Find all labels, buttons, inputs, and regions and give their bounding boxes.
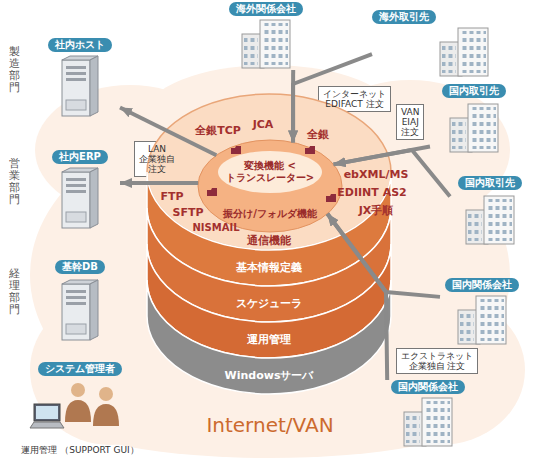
server-icon xyxy=(62,56,98,116)
protocol-label: EDIINT AS2 xyxy=(337,186,406,199)
callout-box: インターネット EDIFACT 注文 xyxy=(318,86,391,112)
callout-box: VAN EIAJ 注文 xyxy=(396,104,424,140)
callout-text: インターネット EDIFACT 注文 xyxy=(323,89,386,109)
folder-icon xyxy=(231,146,241,154)
erp-server: 社内ERP xyxy=(40,150,120,230)
protocol-label: JCA xyxy=(253,118,274,131)
node-label: 国内関係会社 xyxy=(445,278,519,292)
label-holder: NISMAIL xyxy=(192,222,239,233)
flow-arrow xyxy=(293,54,372,142)
callout-box: LAN 企業独自 注文 xyxy=(134,141,180,177)
label-holder: 経理部門 xyxy=(9,268,20,316)
partner-building: 国内関係会社 xyxy=(386,380,470,452)
function-label: 変換機能 <トランスレーター> xyxy=(220,160,320,184)
function-label: 振分け/フォルダ機能 xyxy=(198,208,342,220)
label-holder: EDIINT AS2 xyxy=(337,186,406,199)
label-holder: JCA xyxy=(253,118,274,131)
protocol-label: 全銀TCP xyxy=(195,123,241,138)
building-icon xyxy=(440,28,488,76)
layer-label: 通信機能 xyxy=(147,234,391,247)
node-label: 国内取引先 xyxy=(442,84,506,98)
building-icon xyxy=(450,104,498,152)
flow-arrow xyxy=(291,70,295,142)
callout-text: LAN 企業独自 注文 xyxy=(139,144,175,174)
network-label: Internet/VAN xyxy=(206,413,333,437)
flow-arrow xyxy=(327,214,387,380)
layer-label: 運用管理 xyxy=(147,333,391,346)
partner-building: 国内関係会社 xyxy=(440,278,524,346)
department-label: 製造部門 xyxy=(9,46,20,94)
label-holder: 製造部門 xyxy=(9,46,20,94)
department-label: 営業部門 xyxy=(9,158,20,206)
folder-icon xyxy=(305,146,315,154)
label-holder: JX手順 xyxy=(359,203,394,218)
label-holder: ebXML/MS xyxy=(344,168,409,181)
partner-building: 国内取引先 xyxy=(450,176,530,252)
node-label: 社内ホスト xyxy=(48,38,112,52)
flow-arrow xyxy=(120,181,198,185)
partner-building: 海外関係会社 xyxy=(226,2,306,70)
laptop-icon xyxy=(30,404,64,428)
node-label: 国内取引先 xyxy=(458,176,522,190)
label-holder: 営業部門 xyxy=(9,158,20,206)
callout-text: VAN EIAJ 注文 xyxy=(401,107,419,137)
cloud-background xyxy=(30,65,525,458)
label-holder: 全銀 xyxy=(307,127,329,142)
node-label: 国内関係会社 xyxy=(391,380,465,394)
protocol-label: SFTP xyxy=(172,206,203,219)
label-holder: Internet/VAN xyxy=(206,413,333,437)
flow-arrow xyxy=(334,146,430,164)
callout-text: エクストラネット 企業独自 注文 xyxy=(401,351,473,371)
folder-icon xyxy=(326,194,336,202)
protocol-label: FTP xyxy=(160,190,183,203)
protocol-label: ebXML/MS xyxy=(344,168,409,181)
database-server: 基幹DB xyxy=(40,260,120,346)
layer-label: Windowsサーバ xyxy=(147,369,391,382)
translator-core xyxy=(218,151,322,193)
person-icon xyxy=(93,387,119,426)
node-label: システム管理者 xyxy=(38,362,122,376)
server-icon xyxy=(62,168,98,228)
translator-ring xyxy=(198,140,342,232)
building-icon xyxy=(458,296,506,344)
folder-icon xyxy=(207,188,217,196)
caption-text: 運用管理 （SUPPORT GUI） xyxy=(21,445,138,456)
node-label: 基幹DB xyxy=(55,260,105,274)
translator-ellipse: 変換機能 <トランスレーター> 振分け/フォルダ機能 xyxy=(198,140,342,232)
callout-box: エクストラネット 企業独自 注文 xyxy=(396,348,478,374)
partner-building: 海外取引先 xyxy=(372,10,492,82)
department-label: 経理部門 xyxy=(9,268,20,316)
label-holder: FTP xyxy=(160,190,183,203)
label-holder: 全銀TCP xyxy=(195,123,241,138)
server-icon xyxy=(62,280,98,340)
layer-label: 基本情報定義 xyxy=(147,261,391,274)
building-icon xyxy=(242,20,290,68)
label-holder: SFTP xyxy=(172,206,203,219)
partner-building: 国内取引先 xyxy=(430,84,518,168)
building-icon xyxy=(404,398,452,446)
node-label: 社内ERP xyxy=(52,150,108,164)
protocol-label: NISMAIL xyxy=(192,222,239,233)
band-shape xyxy=(147,280,391,394)
node-label: 海外取引先 xyxy=(372,10,436,24)
layer-label: スケジューラ xyxy=(147,297,391,310)
protocol-label: JX手順 xyxy=(359,203,394,218)
building-icon xyxy=(466,196,514,244)
protocol-label: 全銀 xyxy=(307,127,329,142)
person-icon xyxy=(65,383,91,422)
admin-station: システム管理者運用管理 （SUPPORT GUI） xyxy=(14,362,146,456)
flow-arrow xyxy=(327,214,440,297)
host-server: 社内ホスト xyxy=(40,38,120,120)
node-label: 海外関係会社 xyxy=(229,2,303,16)
